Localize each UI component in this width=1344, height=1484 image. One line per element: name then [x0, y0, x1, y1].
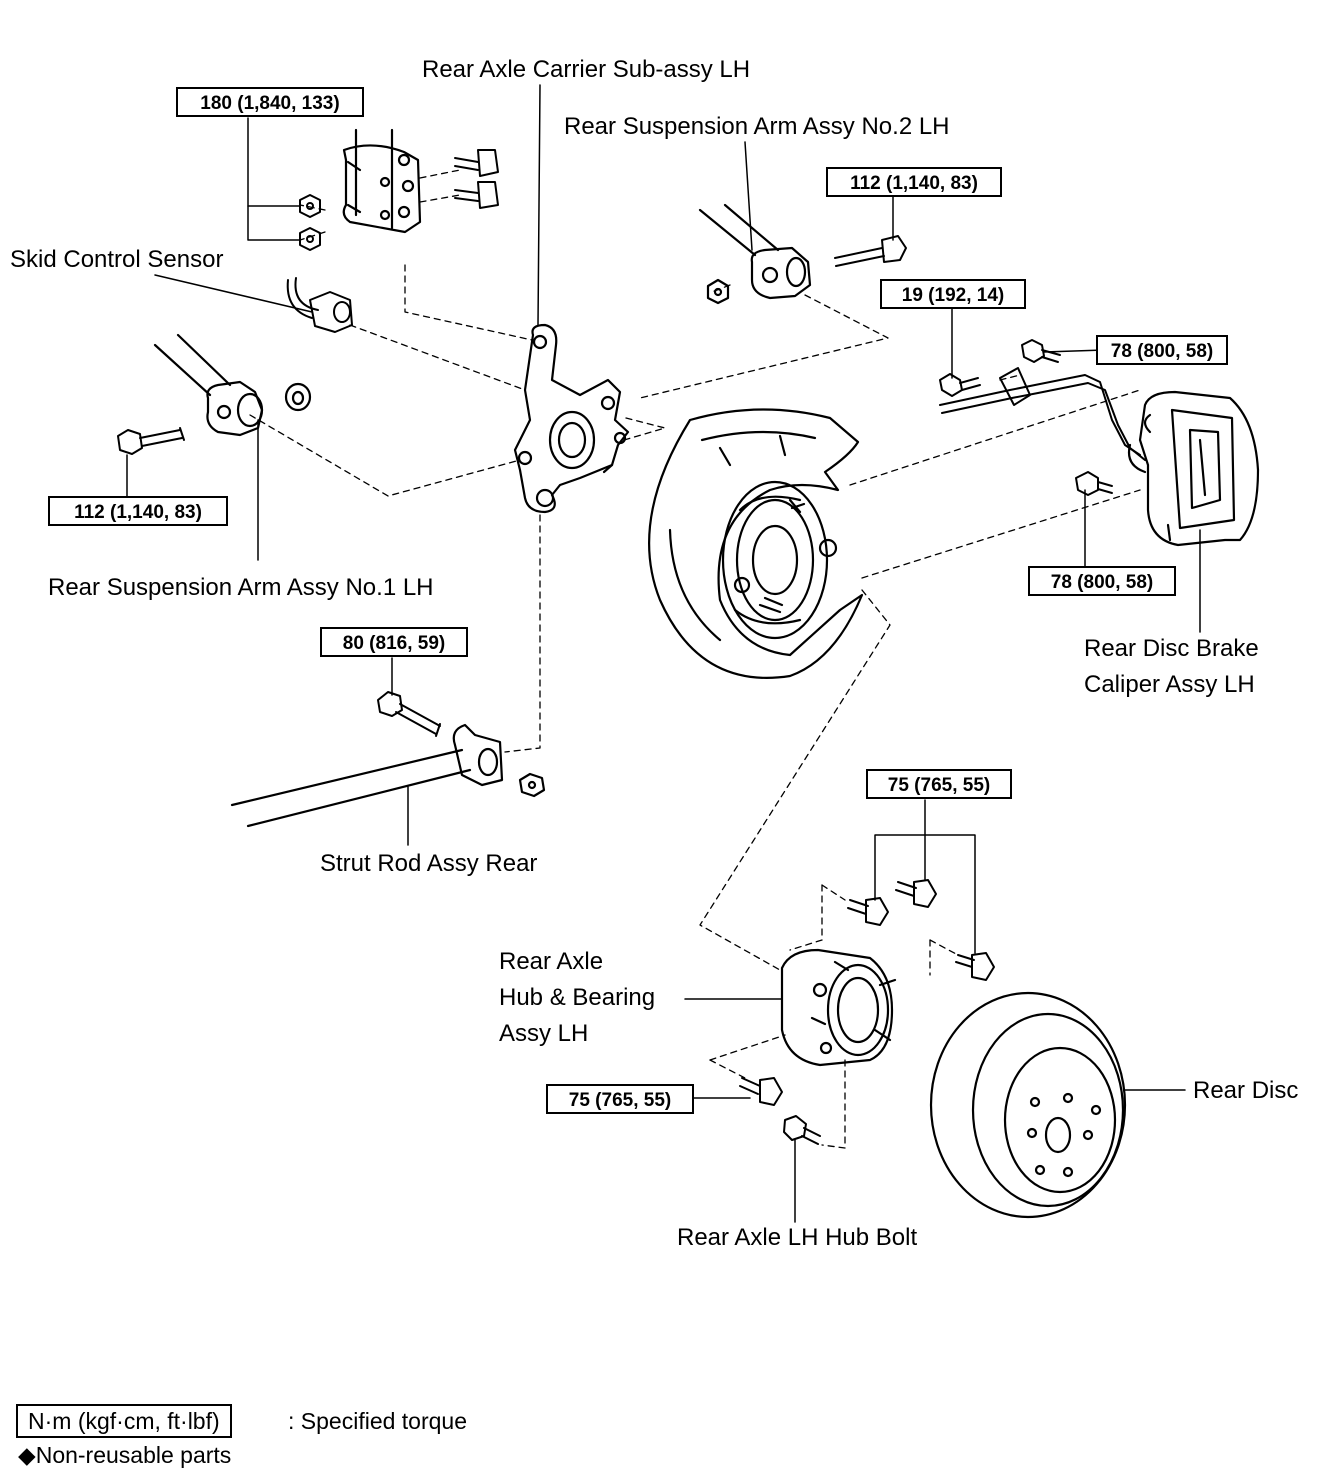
torque-hub-bottom: 75 (765, 55) [546, 1084, 694, 1114]
backing-plate [648, 408, 864, 679]
label-carrier: Rear Axle Carrier Sub-assy LH [422, 56, 751, 83]
diamond-icon: ◆ [18, 1442, 36, 1468]
bracket-bolts [454, 149, 499, 209]
torque-hub-top: 75 (765, 55) [866, 769, 1012, 799]
axle-carrier [513, 323, 630, 514]
strut-rod [230, 723, 546, 828]
label-caliper-line1: Rear Disc Brake [1084, 635, 1259, 662]
assembly-dash-lines [249, 169, 1141, 1149]
torque-strut-bracket: 180 (1,840, 133) [176, 87, 364, 117]
label-hub-line1: Rear Axle [499, 948, 604, 975]
legend-nonreusable: ◆Non-reusable parts [18, 1440, 231, 1470]
arm-no1 [153, 333, 312, 437]
strut-bracket [342, 128, 422, 234]
torque-brake-line: 19 (192, 14) [880, 279, 1026, 309]
label-skid-sensor: Skid Control Sensor [10, 246, 224, 273]
label-caliper: Rear Disc Brake Caliper Assy LH [1084, 631, 1259, 703]
rear-disc [929, 991, 1127, 1219]
label-strut-rod: Strut Rod Assy Rear [320, 850, 538, 877]
bracket-nuts [299, 194, 321, 251]
leader-lines [126, 84, 1201, 1223]
brake-caliper [1127, 390, 1260, 547]
label-hub-line2: Hub & Bearing [499, 984, 656, 1011]
hub-top-bolts [847, 879, 995, 981]
label-arm-no2: Rear Suspension Arm Assy No.2 LH [564, 113, 950, 140]
hub-bearing [780, 948, 897, 1067]
arm1-bolt [117, 427, 185, 455]
legend-unit-box: N·m (kgf·cm, ft·lbf) [16, 1404, 232, 1438]
caliper-bolt [1075, 471, 1113, 496]
torque-arm2-bolt: 112 (1,140, 83) [826, 167, 1002, 197]
strut-rod-bolt [377, 691, 441, 737]
label-rear-disc: Rear Disc [1193, 1077, 1299, 1104]
label-hub-line3: Assy LH [499, 1020, 589, 1047]
label-hub-bolt: Rear Axle LH Hub Bolt [677, 1224, 918, 1251]
torque-strut-rod: 80 (816, 59) [320, 627, 468, 657]
torque-arm1-bolt: 112 (1,140, 83) [48, 496, 228, 526]
skid-sensor [286, 277, 353, 333]
label-caliper-line2: Caliper Assy LH [1084, 671, 1255, 698]
hub-lower-bolts [739, 1077, 821, 1145]
arm2-bolt [834, 235, 907, 267]
legend-nonreusable-text: Non-reusable parts [35, 1442, 232, 1468]
torque-caliper-top: 78 (800, 58) [1096, 335, 1228, 365]
arm-no2 [698, 203, 812, 305]
label-hub-bearing: Rear Axle Hub & Bearing Assy LH [499, 944, 655, 1052]
torque-caliper-mid: 78 (800, 58) [1028, 566, 1176, 596]
legend-unit-text: : Specified torque [288, 1408, 468, 1434]
label-arm-no1: Rear Suspension Arm Assy No.1 LH [48, 574, 434, 601]
